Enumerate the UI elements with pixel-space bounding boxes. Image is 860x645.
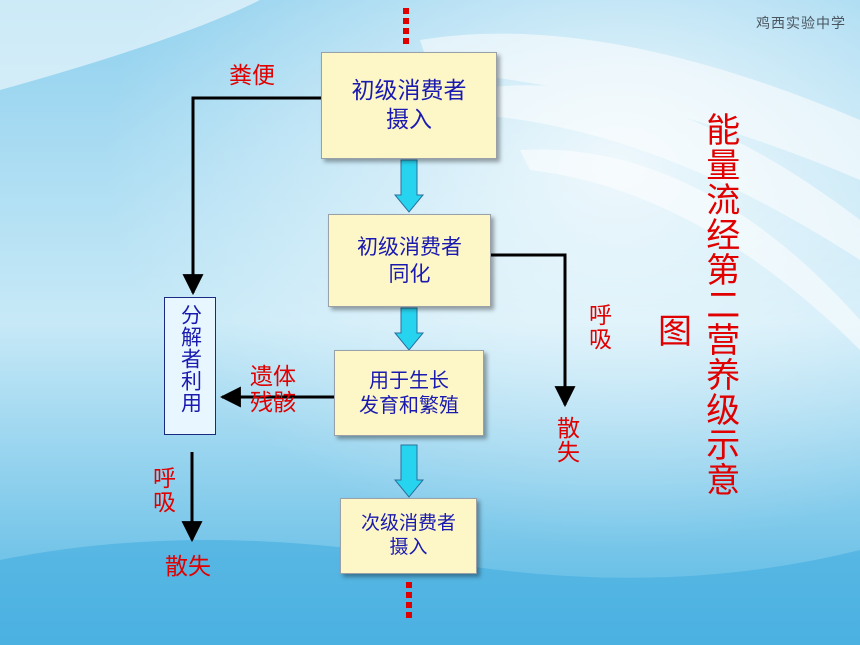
cyan-arrow-2 [393,307,425,351]
primary-consumer-assimilation-box: 初级消费者 同化 [328,214,491,307]
decomposer-label: 分解者利用 [178,304,203,414]
feces-arrow [182,96,321,296]
remains-label: 遗体 残骸 [250,364,296,417]
primary-consumer-intake-box: 初级消费者 摄入 [321,52,497,159]
feces-label: 粪便 [229,63,275,89]
diagram-title-tail: 图 [658,312,692,352]
respiration-label-right: 呼吸 [584,303,611,351]
wave-decoration [0,540,860,645]
diagram-title: 能量流经第二营养级示意 [699,112,740,497]
respiration-arrow-right [491,253,576,408]
cyan-arrow-1 [393,159,425,213]
respiration-label-left: 呼吸 [148,466,175,514]
dissipation-label-left: 散失 [165,554,211,580]
feather-decoration [0,0,860,350]
growth-reproduction-box: 用于生长 发育和繁殖 [334,350,484,436]
ellipsis-bottom [406,582,412,622]
school-name: 鸡西实验中学 [756,16,846,32]
secondary-consumer-intake-box: 次级消费者 摄入 [340,498,477,574]
cyan-arrow-3 [393,444,425,498]
ellipsis-top [403,8,409,48]
dissipation-label-right: 散失 [552,416,579,464]
decomposer-box: 分解者利用 [164,297,216,435]
